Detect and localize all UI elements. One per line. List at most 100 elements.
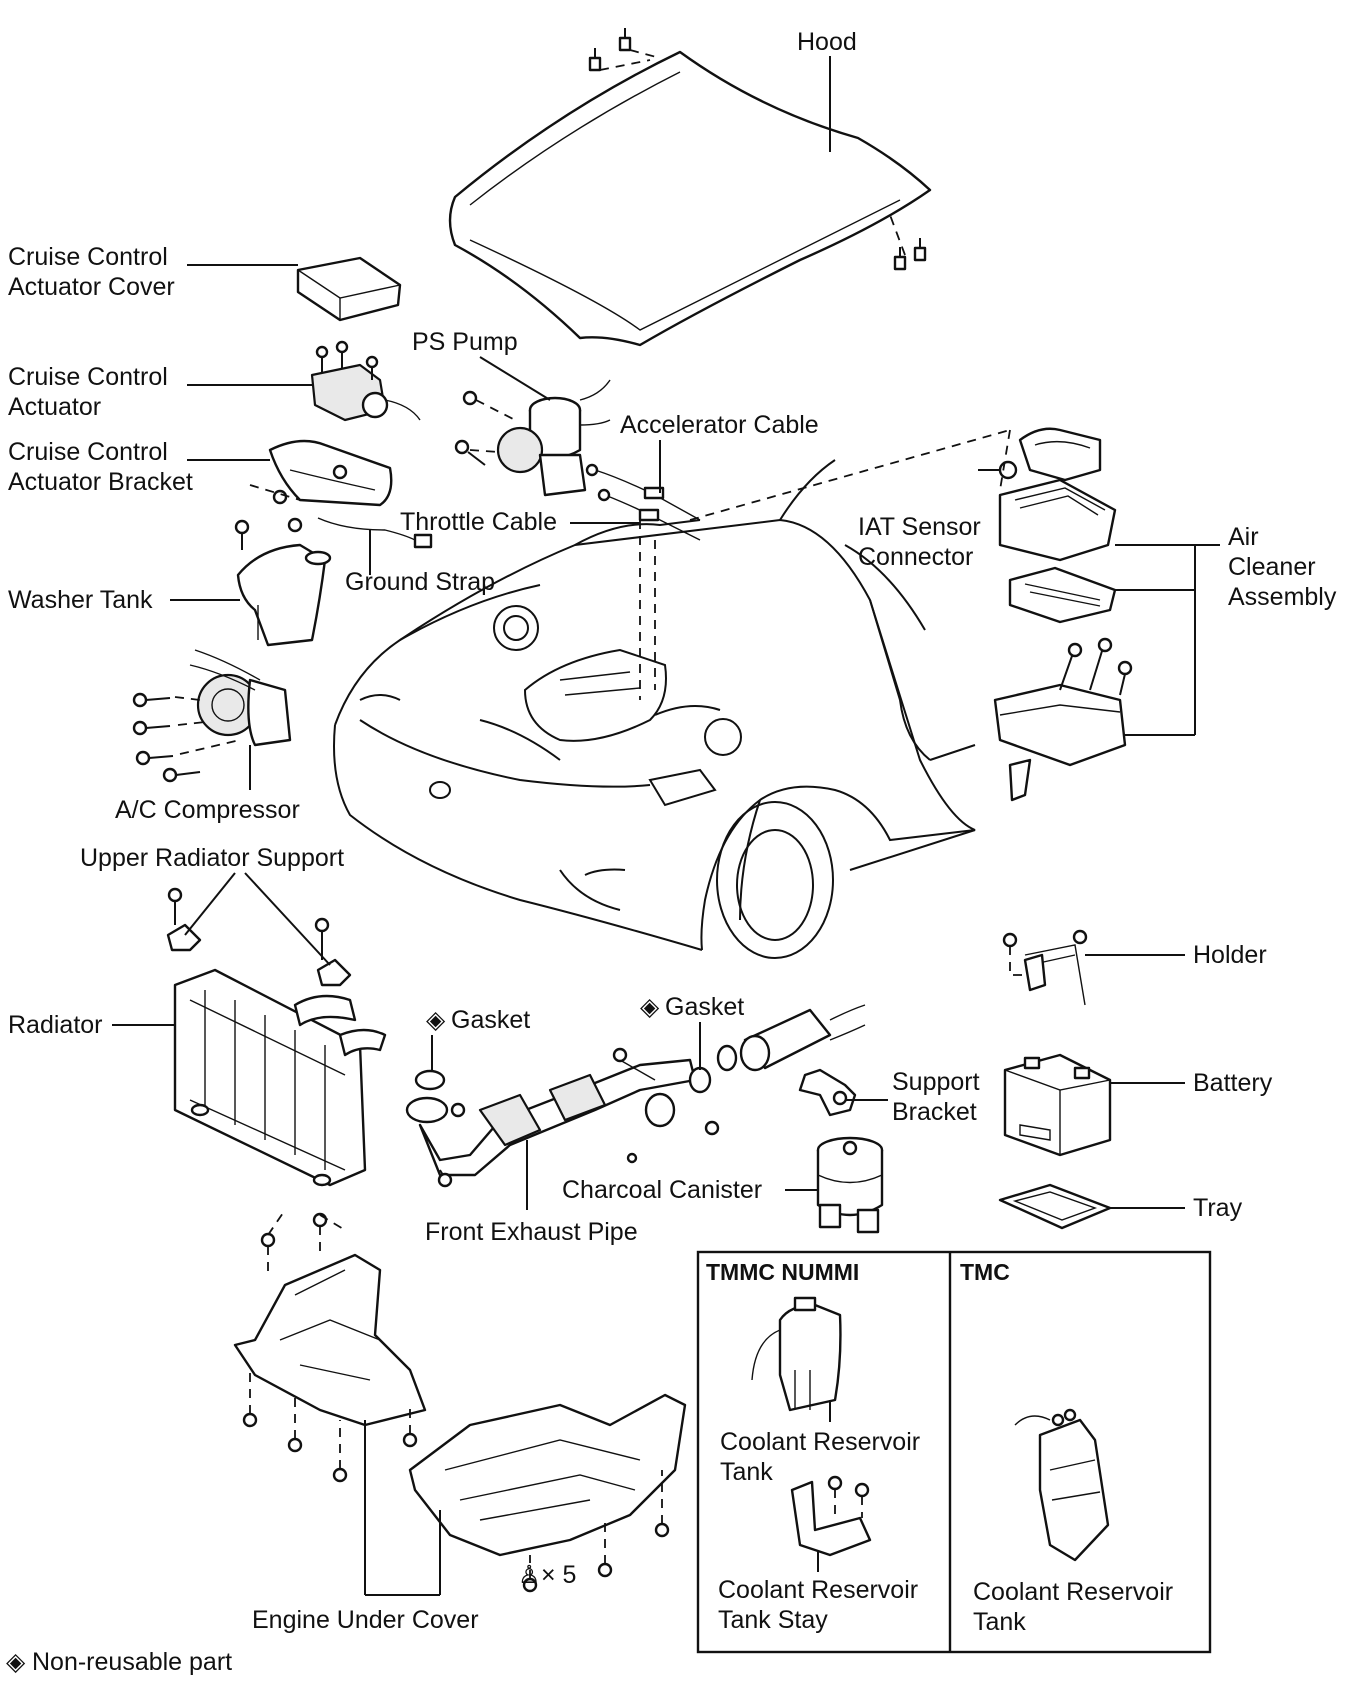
catalytic-converter-part [739,1004,866,1072]
holder-label: Holder [1193,941,1267,969]
iat-sensor-label-line2: Connector [858,543,973,571]
bolt-icon [597,1520,613,1578]
hood-label: Hood [797,28,857,56]
cruise-bracket-label-line2: Actuator Bracket [8,468,193,496]
charcoal-canister-part [816,1136,884,1234]
cruise-control-actuator-part [310,340,421,422]
holder-part [1002,929,1088,1006]
cruise-actuator-label-line1: Cruise Control [8,363,168,391]
tmc-tank-label-line1: Coolant Reservoir [973,1578,1173,1606]
hood-bolt [893,247,907,271]
radiator-part [173,968,387,1187]
bolt-count-icon: ♙ [518,1561,540,1589]
throttle-cable-label: Throttle Cable [400,508,557,536]
cruise-actuator-label-line2: Actuator [8,393,101,421]
bolt-icon [1051,1413,1065,1427]
bolt-icon [1002,932,1018,948]
bolt-icon [522,1555,538,1593]
ac-compressor-label: A/C Compressor [115,796,300,824]
ac-compressor-part [132,649,292,783]
charcoal-canister-label: Charcoal Canister [562,1176,762,1204]
engine-under-cover-part [233,1209,687,1593]
bolt-icon [135,750,174,766]
cruise-control-actuator-cover-part [296,256,402,322]
battery-part [1003,1053,1112,1157]
bolt-icon [332,1420,348,1483]
coolant-tank-label-line1: Coolant Reservoir [720,1428,920,1456]
bolt-icon [704,1120,720,1136]
air-cleaner-label-line3: Assembly [1228,583,1337,611]
bolt-icon [454,439,486,466]
cruise-control-actuator-bracket-part [249,439,393,507]
coolant-stay-label-line2: Tank Stay [718,1606,828,1634]
bolt-icon [335,340,349,368]
bolt-icon [167,887,183,925]
air-cleaner-assembly-part [993,427,1133,802]
bolt-icon [314,917,330,960]
coolant-stay-label-line1: Coolant Reservoir [718,1576,918,1604]
variant-inset-box [696,1250,1212,1654]
inset-header-tmmc-nummi: TMMC NUMMI [706,1259,859,1285]
washer-tank-label: Washer Tank [8,586,153,614]
engine-under-cover-label: Engine Under Cover [252,1606,479,1634]
cruise-bracket-label-line1: Cruise Control [8,438,168,466]
bolt-icon [450,1102,466,1118]
tmc-tank-label-line2: Tank [973,1608,1026,1636]
tray-part [998,1183,1112,1230]
hood-bolt [588,48,602,72]
bolt-icon [654,1470,670,1538]
non-reusable-legend-label: Non-reusable part [32,1648,232,1676]
bolt-icon [626,1152,638,1164]
ps-pump-label: PS Pump [412,328,518,356]
washer-tank-part [234,519,332,647]
bolt-icon [132,720,171,736]
bolt-icon [1072,929,1088,945]
hood-bolt [913,238,927,262]
coolant-reservoir-tank-part [751,1296,842,1412]
gasket-label-right: Gasket [665,993,744,1021]
bolt-icon [612,1047,628,1063]
bolt-icon [1063,1408,1077,1422]
accelerator-cable-label: Accelerator Cable [620,411,819,439]
front-exhaust-pipe-part [405,1044,738,1188]
battery-label: Battery [1193,1069,1273,1097]
vehicle-body-outline [333,459,976,959]
ground-strap-part [287,517,433,549]
ps-pump-part [454,379,611,497]
bolt-icon [462,390,478,406]
bolt-icon [827,1475,843,1520]
coolant-tank-label-line2: Tank [720,1458,773,1486]
support-bracket-label-line1: Support [892,1068,980,1096]
bolt-icon [132,692,171,708]
bolt-icon [287,1395,303,1453]
tray-label: Tray [1193,1194,1243,1222]
bolt-icon [260,1232,276,1275]
gasket-symbol: ◈ [426,1006,446,1034]
hood-bolt [618,28,632,52]
bolt-icon [162,767,201,783]
radiator-label: Radiator [8,1011,103,1039]
air-cleaner-label-line2: Cleaner [1228,553,1316,581]
cruise-cover-label-line1: Cruise Control [8,243,168,271]
bolt-icon [1089,637,1113,691]
tmc-coolant-reservoir-tank-part [1014,1408,1110,1562]
bolt-icon [402,1405,418,1448]
bolt-icon [365,355,379,380]
hood-part [448,28,932,347]
non-reusable-legend-icon: ◈ [6,1648,26,1676]
bolt-icon [312,1212,328,1255]
upper-radiator-support-label: Upper Radiator Support [80,844,344,872]
coolant-reservoir-tank-stay-part [790,1475,872,1557]
iat-sensor-label-line1: IAT Sensor [858,513,981,541]
gasket-symbol: ◈ [640,993,660,1021]
bolt-icon [242,1370,258,1428]
front-exhaust-pipe-label: Front Exhaust Pipe [425,1218,638,1246]
cruise-cover-label-line2: Actuator Cover [8,273,175,301]
bolt-icon [1117,660,1133,696]
bolt-icon [437,1172,453,1188]
support-bracket-label-line2: Bracket [892,1098,977,1126]
cable-assembly-part [585,463,701,541]
upper-radiator-support-part [166,887,352,987]
bolt-icon [1059,642,1083,691]
